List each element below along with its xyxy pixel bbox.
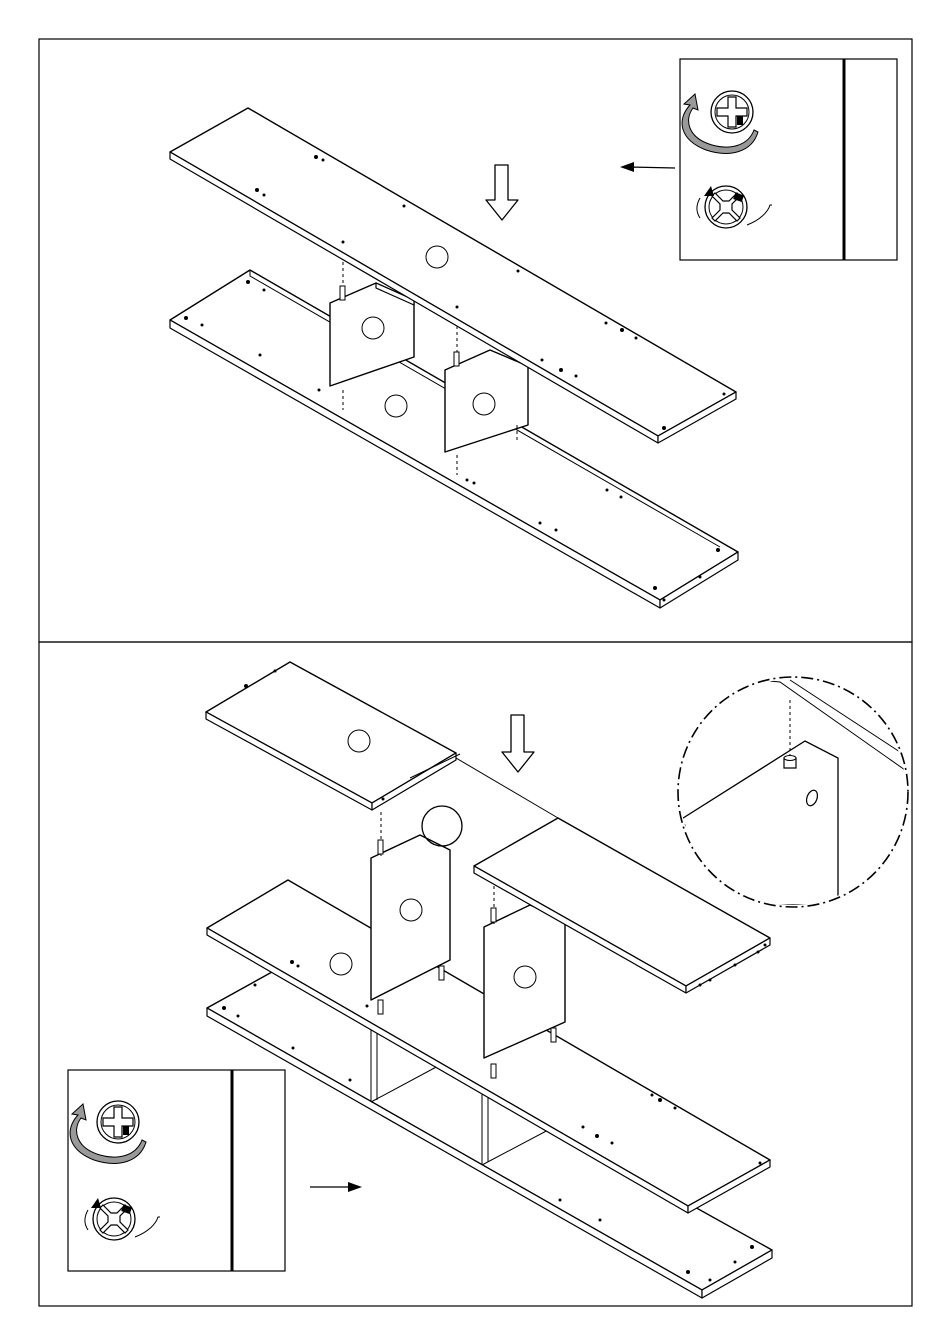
down-arrow-icon <box>502 715 534 772</box>
part-label-circle <box>385 395 407 417</box>
down-arrow-icon <box>486 165 518 220</box>
detail-marker-circle <box>422 806 462 846</box>
part-label-circle <box>330 953 352 975</box>
part-label-circle <box>348 730 370 752</box>
pointer-arrow-icon <box>310 1182 362 1192</box>
part-label-circle <box>473 393 495 415</box>
part-label-circle <box>514 966 536 988</box>
tool-hint-box-bottom <box>68 1070 285 1271</box>
part-label-circle <box>400 899 422 921</box>
part-label-circle <box>426 246 448 268</box>
tool-hint-box-top <box>680 59 897 260</box>
part-label-circle <box>362 317 384 339</box>
dowel-detail-view <box>678 677 908 907</box>
pointer-arrow-icon <box>620 162 675 172</box>
top-shelf-left-piece <box>206 662 460 810</box>
